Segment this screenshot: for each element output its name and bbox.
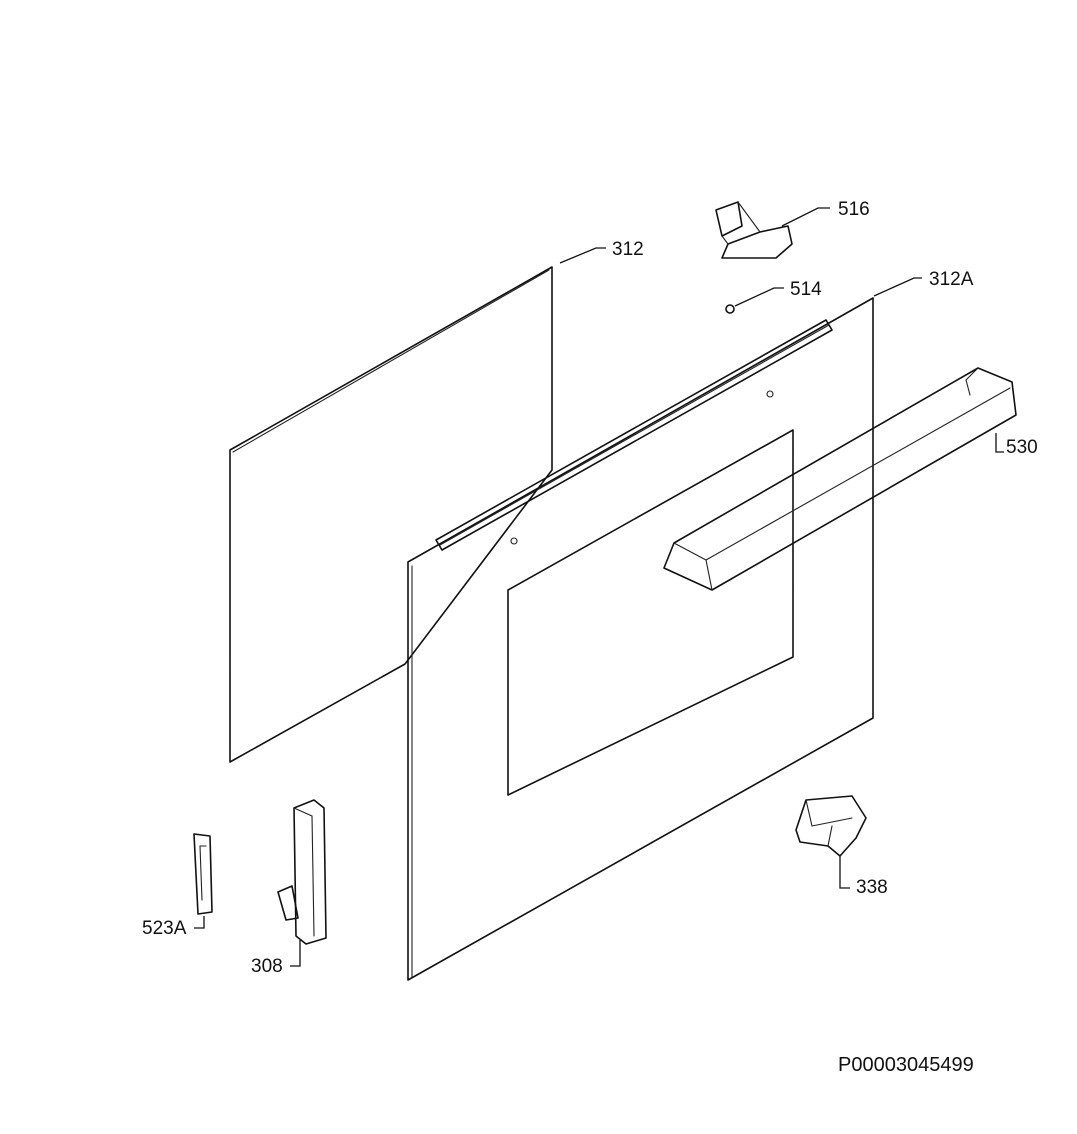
leader-523A [194,916,205,929]
door-handle-530 [663,367,1017,591]
leader-312A [873,277,922,297]
label-516: 516 [838,199,870,220]
hinge-308 [277,799,327,945]
label-312A: 312A [929,269,974,290]
label-308: 308 [251,956,283,977]
leader-lines [194,207,1004,967]
leader-312 [559,247,606,264]
label-338: 338 [856,877,888,898]
label-312: 312 [612,239,644,260]
leader-530 [995,433,1004,453]
inner-glass-panel-312 [229,266,553,763]
outer-door-glass-312A [407,297,874,981]
leader-308 [290,940,301,967]
screw-514 [725,304,735,314]
bracket-338 [795,795,867,857]
leader-338 [839,856,850,889]
document-id: P00003045499 [838,1054,974,1076]
label-514: 514 [790,279,822,300]
leader-514 [734,287,784,307]
label-523A: 523A [142,918,187,939]
leader-516 [781,207,830,227]
clip-523A [193,833,213,915]
hinge-cover-516 [715,201,793,259]
label-530: 530 [1006,437,1038,458]
